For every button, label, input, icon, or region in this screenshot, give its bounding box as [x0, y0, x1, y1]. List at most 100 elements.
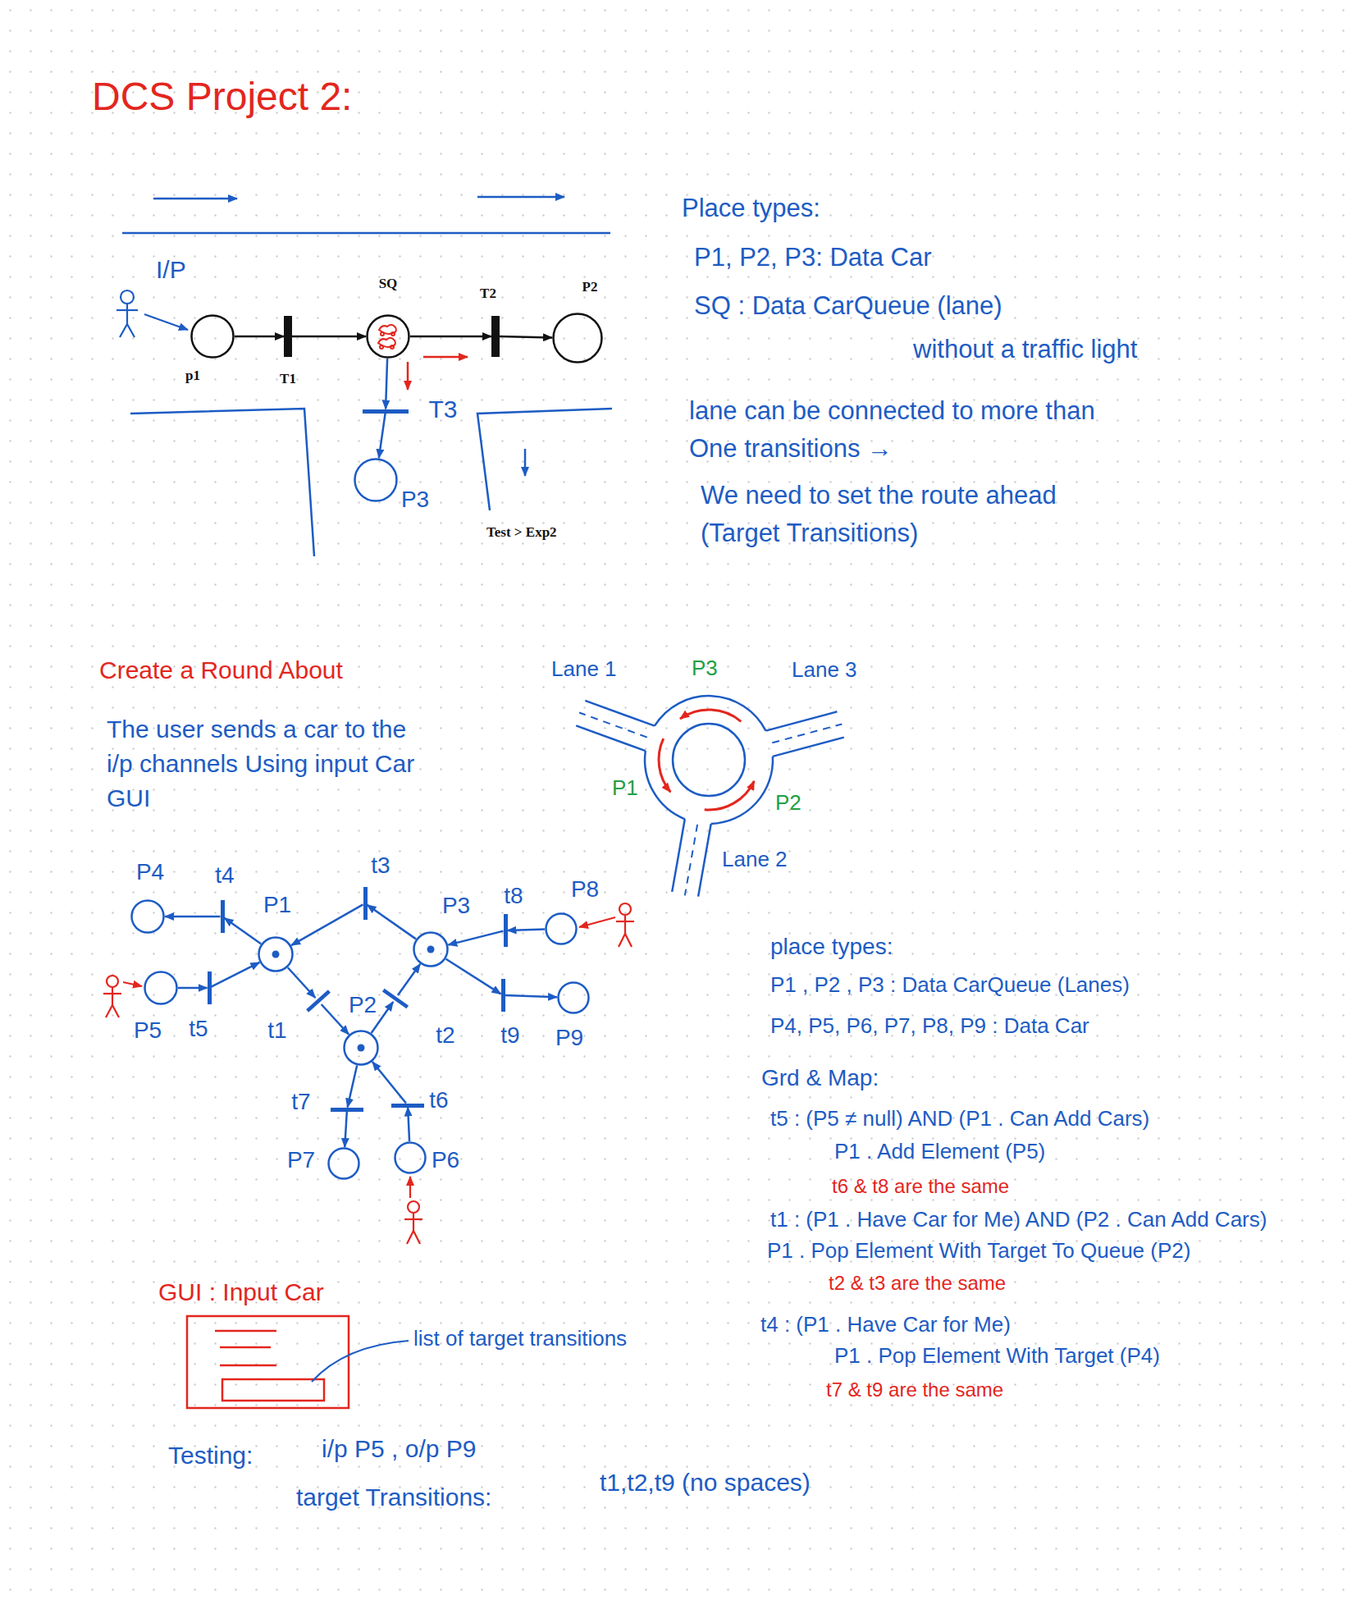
- place-outline: [191, 315, 234, 358]
- place-label: P7: [287, 1146, 316, 1174]
- note-text: We need to set the route ahead (Target T…: [700, 476, 1128, 553]
- place-outline: [558, 982, 590, 1014]
- note-text: t1,t2,t9 (no spaces): [599, 1468, 811, 1498]
- place-label: P4: [136, 858, 165, 886]
- petri-transition: t5: [207, 971, 212, 1005]
- note-text: P4, P5, P6, P7, P8, P9 : Data Car: [770, 1013, 1090, 1039]
- transition-bar: [501, 978, 506, 1012]
- petri-place: p1: [190, 314, 235, 359]
- petri-place: P8: [544, 912, 578, 946]
- petri-transition: T2: [491, 315, 500, 357]
- place-circle: [412, 931, 449, 968]
- place-outline: [132, 900, 165, 933]
- petri-arc: [292, 335, 366, 338]
- transition-bar: [491, 315, 500, 357]
- transition-rect: [391, 1103, 425, 1108]
- transition-label: t7: [291, 1088, 311, 1115]
- place-label: SQ: [379, 275, 398, 293]
- note-text: P1 . Add Element (P5): [834, 1139, 1046, 1165]
- page-title: DCS Project 2:: [91, 73, 352, 119]
- transition-rect: [362, 409, 409, 414]
- place-circle: [130, 899, 165, 934]
- petri-transition: t1: [315, 997, 322, 1005]
- petri-arc: [321, 1004, 350, 1035]
- place-label: P8: [570, 876, 599, 903]
- transition-rect: [491, 315, 500, 357]
- note-text: i/p P5 , o/p P9: [321, 1434, 476, 1464]
- place-outline: [259, 937, 293, 972]
- petri-transition: T1: [283, 315, 293, 357]
- note-text: SQ : Data CarQueue (lane): [694, 291, 1003, 321]
- note-text: t4 : (P1 . Have Car for Me): [760, 1312, 1011, 1338]
- place-outline: [553, 314, 603, 363]
- transition-bar: [315, 997, 322, 1005]
- lane-divider: [579, 712, 842, 896]
- transition-label: t3: [370, 852, 390, 879]
- note-text: I/P: [155, 255, 187, 285]
- place-outline: [546, 913, 577, 945]
- user-figure: [116, 290, 188, 338]
- leader-line: [311, 1340, 409, 1382]
- petri-place: P3: [412, 931, 449, 968]
- place-outline: [328, 1148, 360, 1179]
- petri-transition: t4: [220, 899, 225, 933]
- petri-arc: [507, 929, 546, 931]
- petri-arc: [234, 335, 284, 338]
- note-text: P2: [775, 790, 802, 816]
- note-text: t2 & t3 are the same: [828, 1271, 1006, 1295]
- place-circle: [544, 912, 578, 946]
- petri-arc: [367, 904, 416, 940]
- transition-rect: [503, 913, 508, 947]
- note-text: without a traffic light: [913, 334, 1138, 365]
- note-text: place types:: [770, 933, 893, 960]
- note-text: Create a Round About: [99, 656, 343, 686]
- traffic-direction: [658, 709, 754, 810]
- transition-rect: [330, 1107, 364, 1112]
- petri-place: P3: [353, 457, 398, 503]
- transition-bar: [283, 315, 293, 357]
- place-circle: [257, 936, 294, 973]
- token-dot: [272, 950, 280, 959]
- place-label: P2: [348, 991, 377, 1019]
- place-label: P9: [555, 1024, 584, 1051]
- place-outline: [344, 1031, 379, 1065]
- place-label: P3: [401, 486, 430, 513]
- petri-place: P4: [130, 899, 165, 934]
- transition-rect: [220, 899, 225, 933]
- transition-bar: [503, 913, 508, 947]
- petri-place: P7: [327, 1146, 361, 1180]
- place-label: P6: [431, 1146, 460, 1174]
- petri-arc: [505, 995, 558, 997]
- petri-arc: [499, 336, 553, 338]
- petri-place: P2: [552, 312, 603, 364]
- user-figure: [103, 903, 635, 1244]
- transition-label: t4: [214, 862, 234, 889]
- transition-label: T3: [428, 395, 457, 425]
- direction-arrow: [153, 196, 565, 476]
- transition-label: t9: [500, 1022, 520, 1049]
- transition-rect: [363, 886, 368, 920]
- note-text: GUI : Input Car: [158, 1278, 325, 1307]
- petri-transition: t6: [391, 1103, 425, 1108]
- note-text: t1 : (P1 . Have Car for Me) AND (P2 . Ca…: [770, 1207, 1267, 1233]
- note-text: The user sends a car to the i/p channels…: [106, 712, 419, 816]
- petri-transition: t9: [501, 978, 506, 1012]
- note-text: t7 & t9 are the same: [826, 1378, 1004, 1402]
- transition-bar: [362, 409, 409, 414]
- note-text: P1 . Pop Element With Target (P4): [834, 1343, 1161, 1369]
- transition-label: t5: [188, 1015, 208, 1042]
- token-dot: [427, 945, 435, 954]
- note-text: Test > Exp2: [486, 524, 558, 541]
- note-text: Place types:: [681, 193, 821, 224]
- road: [122, 232, 612, 557]
- place-label: P3: [442, 892, 471, 919]
- petri-arc: [410, 335, 492, 338]
- petri-arc: [347, 1064, 358, 1107]
- place-circle: [552, 312, 603, 364]
- place-circle: [353, 457, 398, 503]
- note-text: lane can be connected to more than One t…: [689, 392, 1116, 468]
- petri-arc: [291, 904, 363, 946]
- petri-transition: t8: [503, 913, 508, 947]
- petri-arc: [447, 931, 503, 946]
- transition-bar: [363, 886, 368, 920]
